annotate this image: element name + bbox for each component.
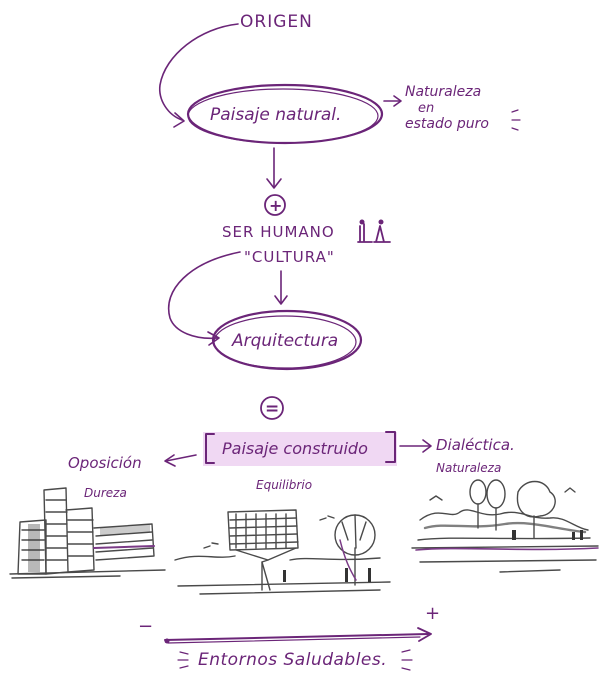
caption-sparkles-right — [401, 649, 413, 671]
nature-pure-line1: Naturaleza — [405, 84, 481, 100]
nature-pure-line2: en — [418, 101, 434, 116]
scale-arrow-head — [417, 627, 432, 642]
bracket-right — [385, 431, 396, 463]
bracket-left — [205, 433, 215, 464]
nature-pure-line3: estado puro — [405, 116, 489, 132]
scale-minus: − — [138, 616, 153, 637]
sparkle-marks — [511, 109, 521, 131]
scale-arrow-double — [167, 636, 421, 644]
scale-arrow-start — [164, 638, 170, 644]
scale-arrow — [164, 633, 429, 641]
built-landscape-label: Paisaje construido — [222, 439, 368, 458]
culture-label: "CULTURA" — [244, 248, 335, 266]
plus-symbol: + — [269, 196, 282, 215]
equals-circle — [260, 396, 284, 420]
sketch-dureza: Dureza — [9, 486, 166, 579]
scale-caption: Entornos Saludables. — [198, 650, 387, 670]
plus-circle — [264, 194, 286, 216]
dialectic-arrow-head — [422, 439, 432, 453]
natural-landscape-label: Paisaje natural. — [210, 105, 341, 125]
architecture-label: Arquitectura — [231, 331, 338, 351]
sketch-equilibrio: Equilibrio — [174, 478, 391, 595]
opposition-label: Oposición — [68, 454, 142, 472]
origin-label: ORIGEN — [240, 12, 313, 32]
dialectic-label: Dialéctica. — [436, 436, 515, 454]
architecture-ellipse — [211, 309, 363, 371]
human-being-label: SER HUMANO — [222, 223, 335, 241]
sketch-naturaleza: Naturaleza — [411, 461, 599, 573]
down-arrow-2-head — [274, 295, 288, 305]
sketch-label-naturaleza: Naturaleza — [436, 461, 501, 475]
caption-sparkles-left — [177, 651, 189, 669]
scale-plus: + — [425, 603, 440, 624]
origin-arrow — [158, 23, 239, 121]
down-arrow-1-head — [266, 178, 282, 189]
human-figures-icon — [357, 219, 391, 243]
built-landscape-highlight — [203, 432, 397, 466]
opposition-arrow-head — [164, 454, 176, 467]
opposition-arrow — [165, 454, 197, 462]
sketch-label-dureza: Dureza — [84, 486, 127, 500]
architecture-ellipse-inner — [213, 315, 357, 369]
origin-arrow-head — [173, 112, 185, 128]
culture-loop-arrow — [167, 251, 241, 340]
equals-symbol: = — [265, 399, 279, 419]
sketch-label-equilibrio: Equilibrio — [256, 478, 312, 492]
natural-landscape-ellipse-inner — [187, 88, 379, 144]
nature-arrow-head — [393, 95, 402, 107]
